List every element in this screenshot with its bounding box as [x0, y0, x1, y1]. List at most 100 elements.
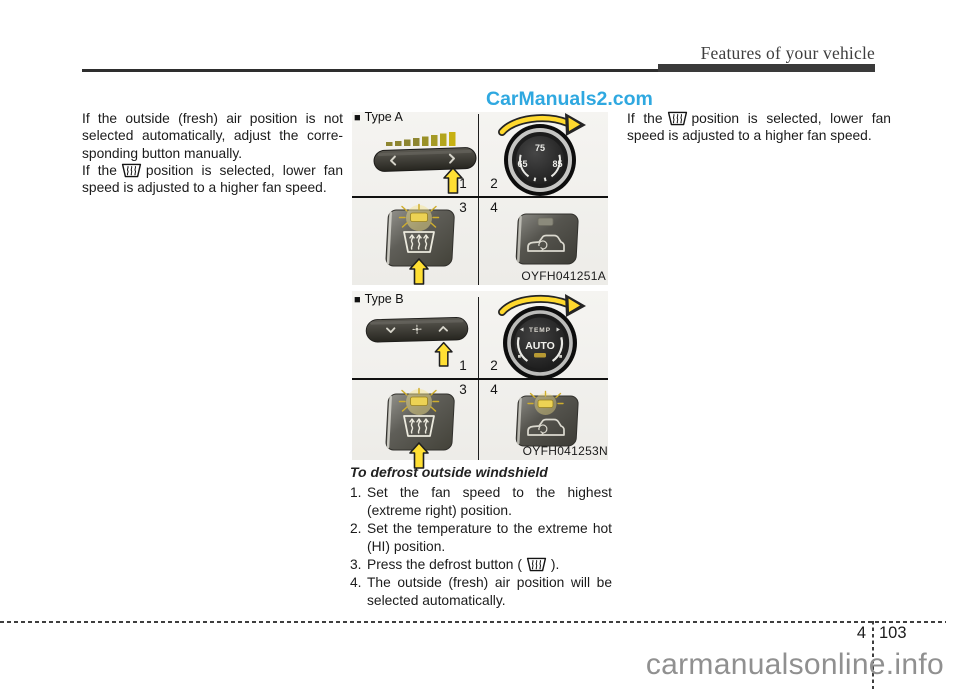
button-body: [385, 209, 455, 267]
button-body: [515, 395, 579, 447]
fan-decrease-chevron: [390, 155, 397, 166]
item-text: Set the temperature to the extreme hot (…: [367, 521, 612, 554]
type-b-recirculation-button: [515, 390, 579, 447]
item-number: 3.: [350, 557, 362, 573]
rotate-clockwise-arrow-icon: [498, 113, 586, 136]
instructions-heading: To defrost outside windshield: [350, 464, 548, 480]
type-b-label: ■Type B: [354, 292, 404, 306]
dial-temp-65: 65: [517, 159, 527, 169]
instruction-item: 3. Press the defrost button ().: [350, 556, 612, 573]
chapter-number: 4: [856, 624, 866, 642]
yellow-up-arrow-icon: [443, 167, 463, 194]
type-b-defrost-button: [385, 387, 455, 469]
type-b-row-divider: [352, 378, 608, 380]
defrost-windshield-icon: [526, 557, 547, 572]
callout-4: 4: [490, 200, 498, 215]
type-a-center-divider: [477, 114, 480, 285]
callout-4: 4: [490, 382, 498, 397]
climate-control-figure: ■Type A 1 2 3 4: [352, 108, 608, 469]
indicator-light: [410, 396, 428, 406]
item-text: Set the fan speed to the highest (extrem…: [367, 485, 612, 518]
square-bullet-icon: ■: [354, 112, 361, 124]
indicator-light: [537, 399, 554, 408]
instruction-item: 2. Set the temperature to the extreme ho…: [350, 520, 612, 555]
page-header-title: Features of your vehicle: [700, 43, 875, 63]
defrost-windshield-icon: [667, 111, 687, 126]
type-a-temperature-dial: 75 65 85: [498, 113, 586, 196]
footer-dashed-divider: [872, 621, 874, 689]
item-number: 2.: [350, 521, 362, 537]
footer-dashed-rule: [0, 621, 946, 623]
defrost-windshield-icon: [403, 415, 435, 437]
dial-temp-label: TEMP: [529, 327, 551, 334]
type-a-recirculation-button: [515, 213, 579, 265]
yellow-up-arrow-icon: [409, 442, 429, 469]
note-text: If the: [627, 111, 663, 126]
callout-2: 2: [490, 176, 498, 191]
fan-bar: [365, 317, 469, 343]
type-a-row-divider: [352, 196, 608, 198]
item-number: 4.: [350, 575, 362, 591]
square-bullet-icon: ■: [354, 294, 361, 306]
note-text: If the: [82, 162, 117, 178]
fan-rocker-bar: [373, 147, 477, 172]
fan-speed-bars: [386, 132, 456, 146]
callout-3: 3: [459, 200, 467, 215]
type-b-label-text: Type B: [364, 292, 404, 306]
type-b-fan-control: [365, 317, 469, 367]
type-a-fan-speed-control: [373, 132, 477, 194]
yellow-up-arrow-icon: [409, 258, 429, 285]
callout-1: 1: [459, 176, 467, 191]
recirculation-car-icon: [527, 418, 565, 436]
header-rule-thick: [658, 64, 875, 72]
fan-up-chevron: [438, 326, 448, 332]
dial-temp-75: 75: [535, 143, 545, 153]
fan-down-chevron: [386, 327, 396, 334]
figure-code-type-a: OYFH041251A: [521, 269, 606, 283]
indicator-light: [410, 212, 428, 222]
item-text: The outside (fresh) air position will be…: [367, 575, 612, 608]
indicator-light-dim: [537, 217, 554, 226]
type-a-label: ■Type A: [354, 110, 403, 124]
defrost-instructions: To defrost outside windshield 1. Set the…: [350, 464, 612, 610]
dial-indicator: [534, 353, 546, 358]
instruction-item: 4. The outside (fresh) air position will…: [350, 574, 612, 609]
item-text: Press the defrost button ().: [367, 556, 612, 573]
left-column: If the outside (fresh) air position is n…: [82, 110, 343, 196]
instruction-item: 1. Set the fan speed to the highest (ext…: [350, 484, 612, 519]
page-number: 103: [879, 624, 907, 642]
fan-icon: [412, 324, 422, 335]
dial-auto-label: AUTO: [525, 340, 555, 352]
indicator-rays: [398, 387, 440, 412]
defrost-windshield-icon: [121, 163, 142, 178]
recirculation-car-icon: [527, 234, 565, 252]
note-text: position is selected, lower fan speed is…: [627, 111, 891, 144]
type-a-defrost-button: [385, 203, 455, 285]
rotate-clockwise-arrow-icon: [498, 294, 586, 317]
item-text-before: Press the defrost button (: [367, 557, 522, 573]
indicator-rays: [527, 390, 564, 405]
fan-increase-chevron: [448, 153, 455, 164]
left-paragraph: If the outside (fresh) air position is n…: [82, 111, 343, 161]
indicator-rays: [398, 203, 440, 228]
callout-3: 3: [459, 382, 467, 397]
note-text: position is selected, lower fan speed is…: [82, 162, 343, 196]
header-rule-thin: [82, 69, 875, 72]
type-a-label-text: Type A: [364, 110, 403, 124]
watermark-carmanualsonline: carmanualsonline.info: [645, 648, 944, 681]
watermark-carmanuals2: CarManuals2.com: [486, 88, 653, 110]
dial-temp-85: 85: [552, 159, 562, 169]
item-text-after: ).: [550, 557, 560, 573]
callout-2: 2: [490, 358, 498, 373]
dial-knob: TEMP AUTO: [503, 306, 577, 380]
callout-1: 1: [459, 358, 467, 373]
defrost-windshield-icon: [403, 231, 435, 253]
figure-code-type-b: OYFH041253N: [522, 444, 608, 458]
item-number: 1.: [350, 485, 362, 501]
dial-knob: 75 65 85: [504, 124, 576, 196]
dial-dot-right: [559, 355, 562, 358]
type-b-temperature-dial: TEMP AUTO: [498, 294, 586, 380]
